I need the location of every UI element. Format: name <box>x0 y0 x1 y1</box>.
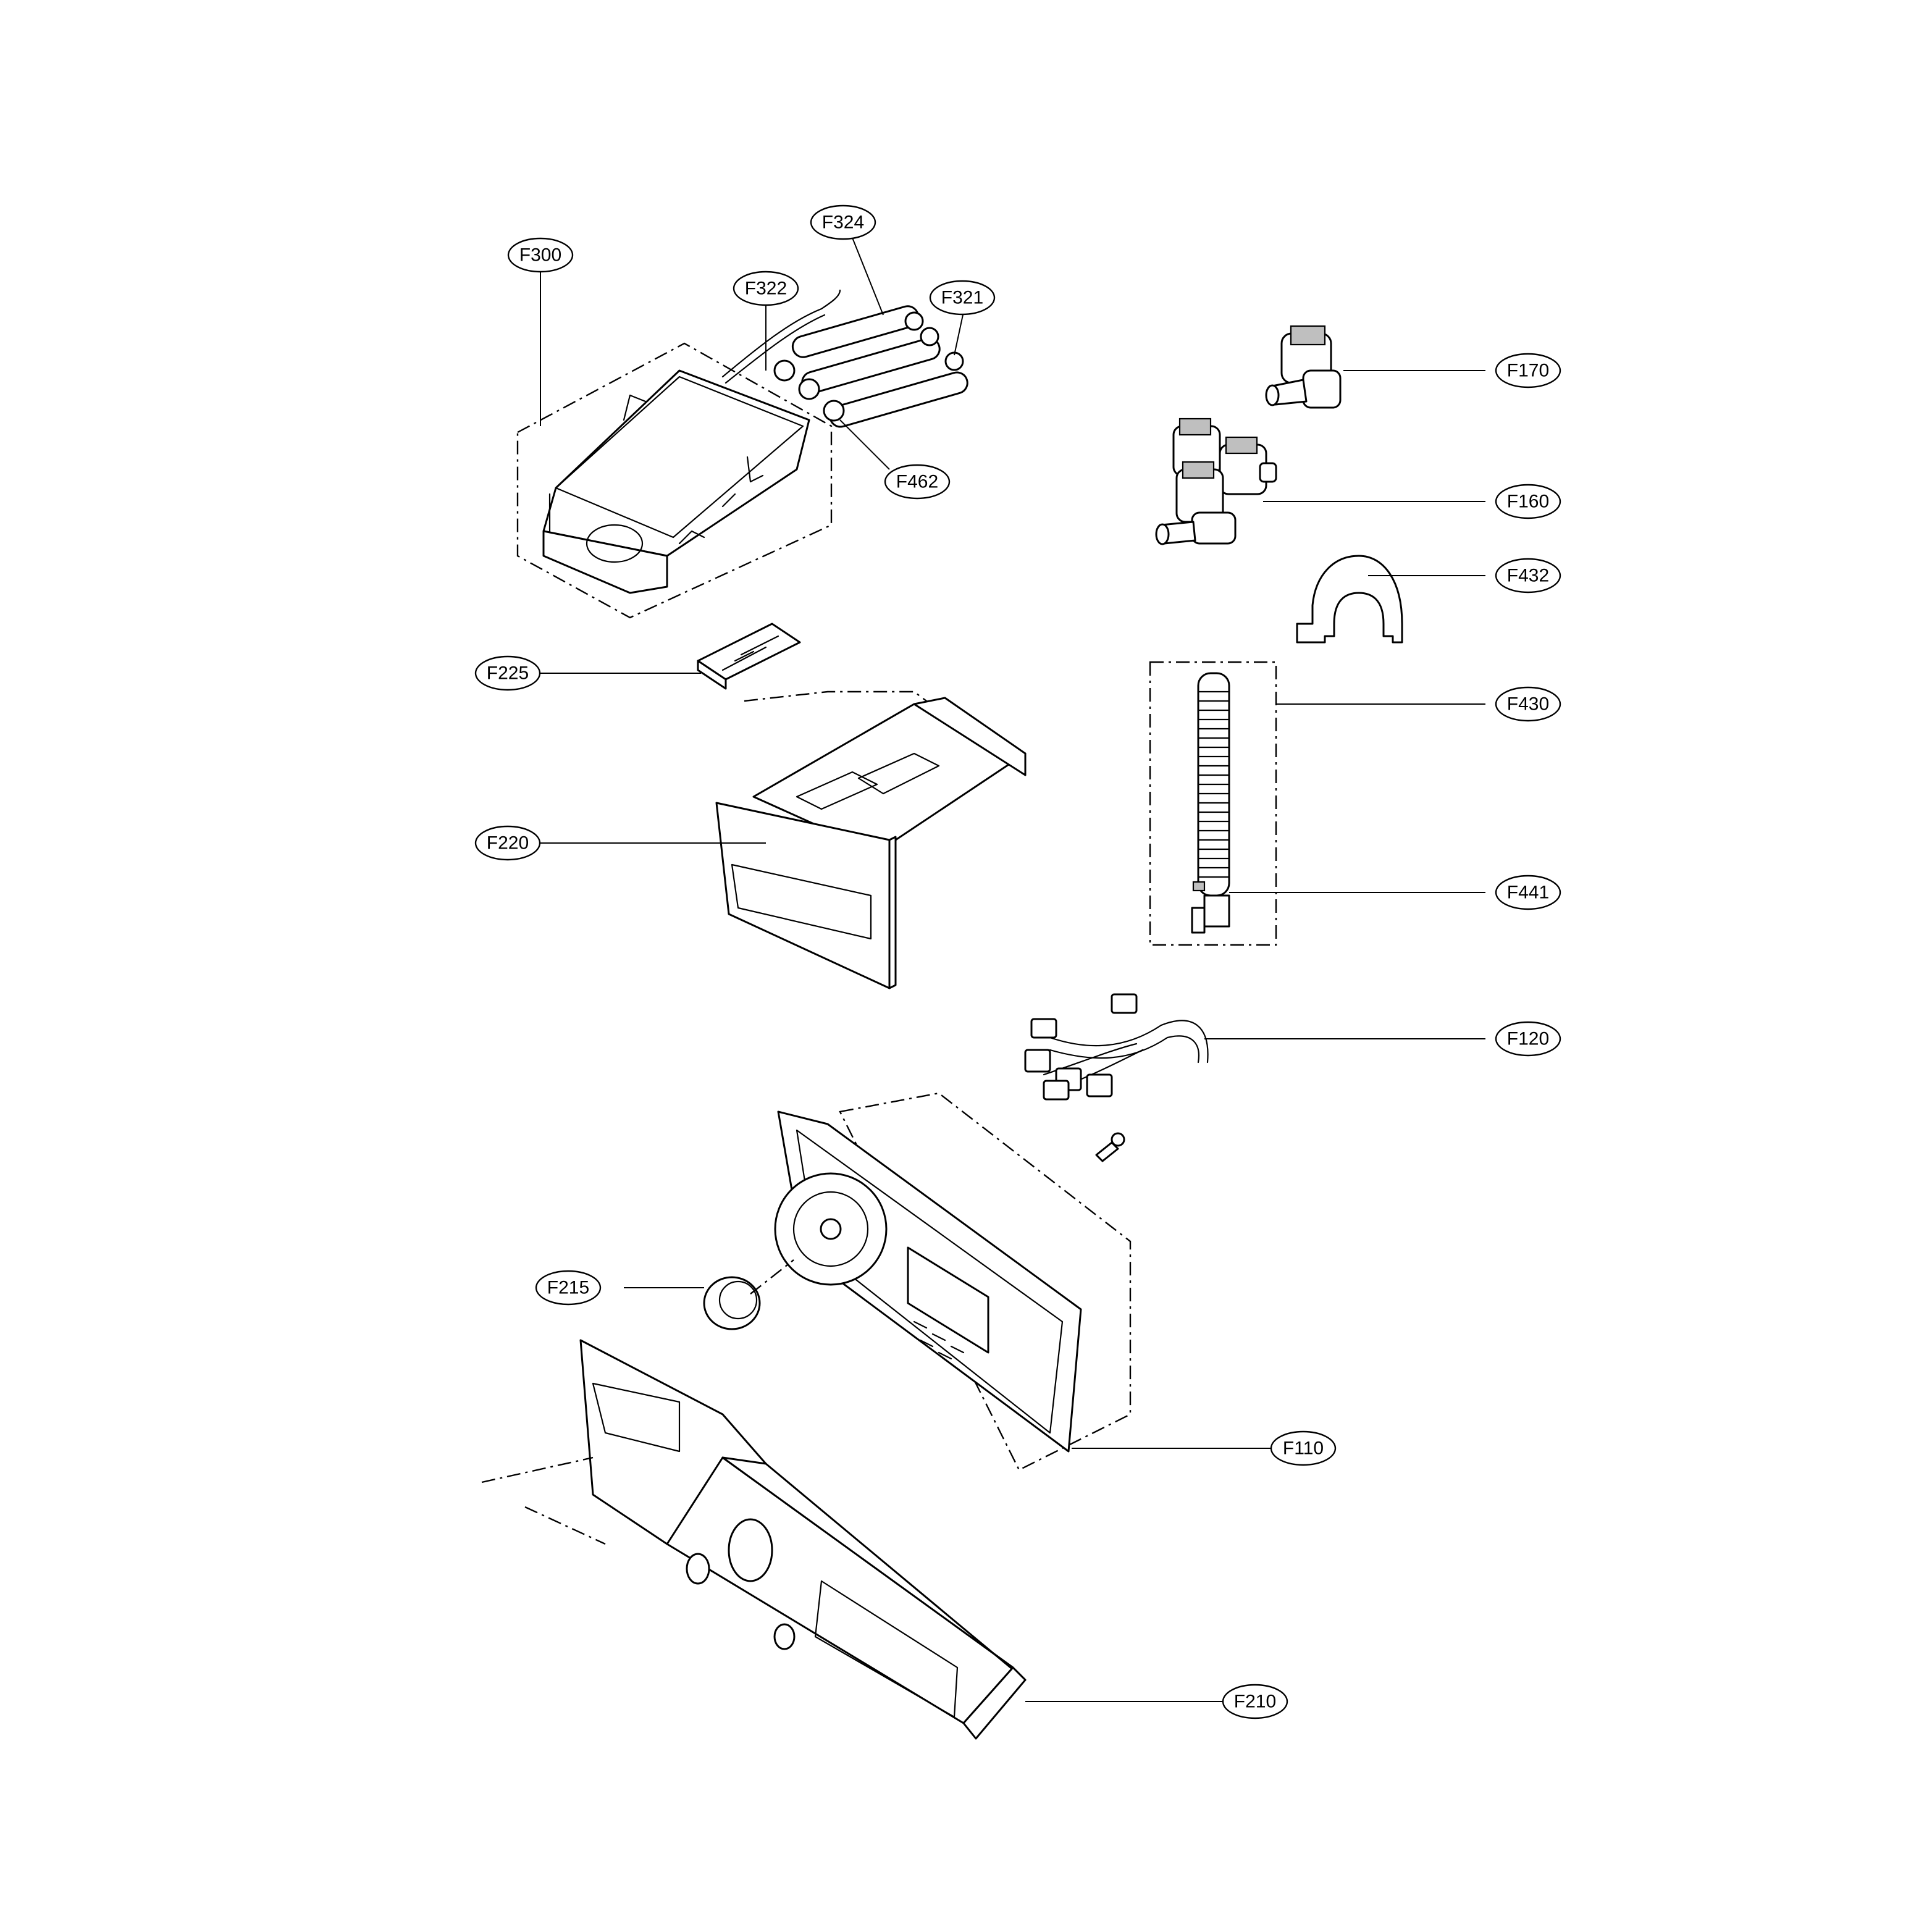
triple-inlet-valve-part <box>1155 418 1277 545</box>
callout-F432-label: F432 <box>1507 566 1549 586</box>
callout-F462-label: F462 <box>896 472 938 492</box>
callout-F300-label: F300 <box>519 245 561 266</box>
callout-F324: F324 <box>810 204 876 240</box>
callout-F300: F300 <box>507 237 574 273</box>
control-panel-frame-part <box>774 1092 1132 1471</box>
callout-F110: F110 <box>1270 1430 1337 1466</box>
callout-F322: F322 <box>733 271 799 306</box>
callout-F170-label: F170 <box>1507 361 1549 381</box>
screw-part <box>1095 1141 1119 1162</box>
callout-F220-label: F220 <box>487 833 529 854</box>
single-inlet-valve-part <box>1265 325 1342 409</box>
callout-F432: F432 <box>1495 558 1561 594</box>
callout-F215: F215 <box>535 1270 602 1306</box>
callout-F430: F430 <box>1495 686 1561 722</box>
callout-F120-label: F120 <box>1507 1029 1549 1049</box>
dispenser-housing-part <box>516 342 833 619</box>
callout-F441: F441 <box>1495 875 1561 910</box>
callout-F321-label: F321 <box>941 288 983 308</box>
callout-F225: F225 <box>474 655 541 691</box>
callout-F225-label: F225 <box>487 663 529 684</box>
callout-F210-label: F210 <box>1234 1692 1276 1712</box>
callout-F441-label: F441 <box>1507 883 1549 903</box>
callout-F110-label: F110 <box>1283 1438 1324 1459</box>
callout-F324-label: F324 <box>822 212 864 233</box>
drawer-insert-part <box>697 623 801 690</box>
callout-F160: F160 <box>1495 484 1561 519</box>
hose-clip-part <box>1296 555 1403 644</box>
callout-F170: F170 <box>1495 353 1561 388</box>
detergent-drawer-part <box>715 697 1027 989</box>
callout-F120: F120 <box>1495 1021 1561 1057</box>
inlet-hoses-part <box>773 305 968 428</box>
program-knob-part <box>703 1276 761 1330</box>
control-panel-fascia-part <box>579 1339 1027 1740</box>
callout-F210: F210 <box>1222 1684 1288 1719</box>
wire-harness-part <box>1024 993 1209 1101</box>
callout-F321: F321 <box>929 280 996 316</box>
hose-part <box>721 289 841 378</box>
callout-F430-label: F430 <box>1507 694 1549 715</box>
callout-F220: F220 <box>474 825 541 861</box>
callout-F322-label: F322 <box>745 279 787 299</box>
callout-F462: F462 <box>884 464 951 500</box>
callout-F160-label: F160 <box>1507 492 1549 512</box>
callout-F215-label: F215 <box>547 1278 589 1298</box>
leader-lines <box>531 237 1485 1702</box>
drain-hose-part <box>1149 661 1277 946</box>
